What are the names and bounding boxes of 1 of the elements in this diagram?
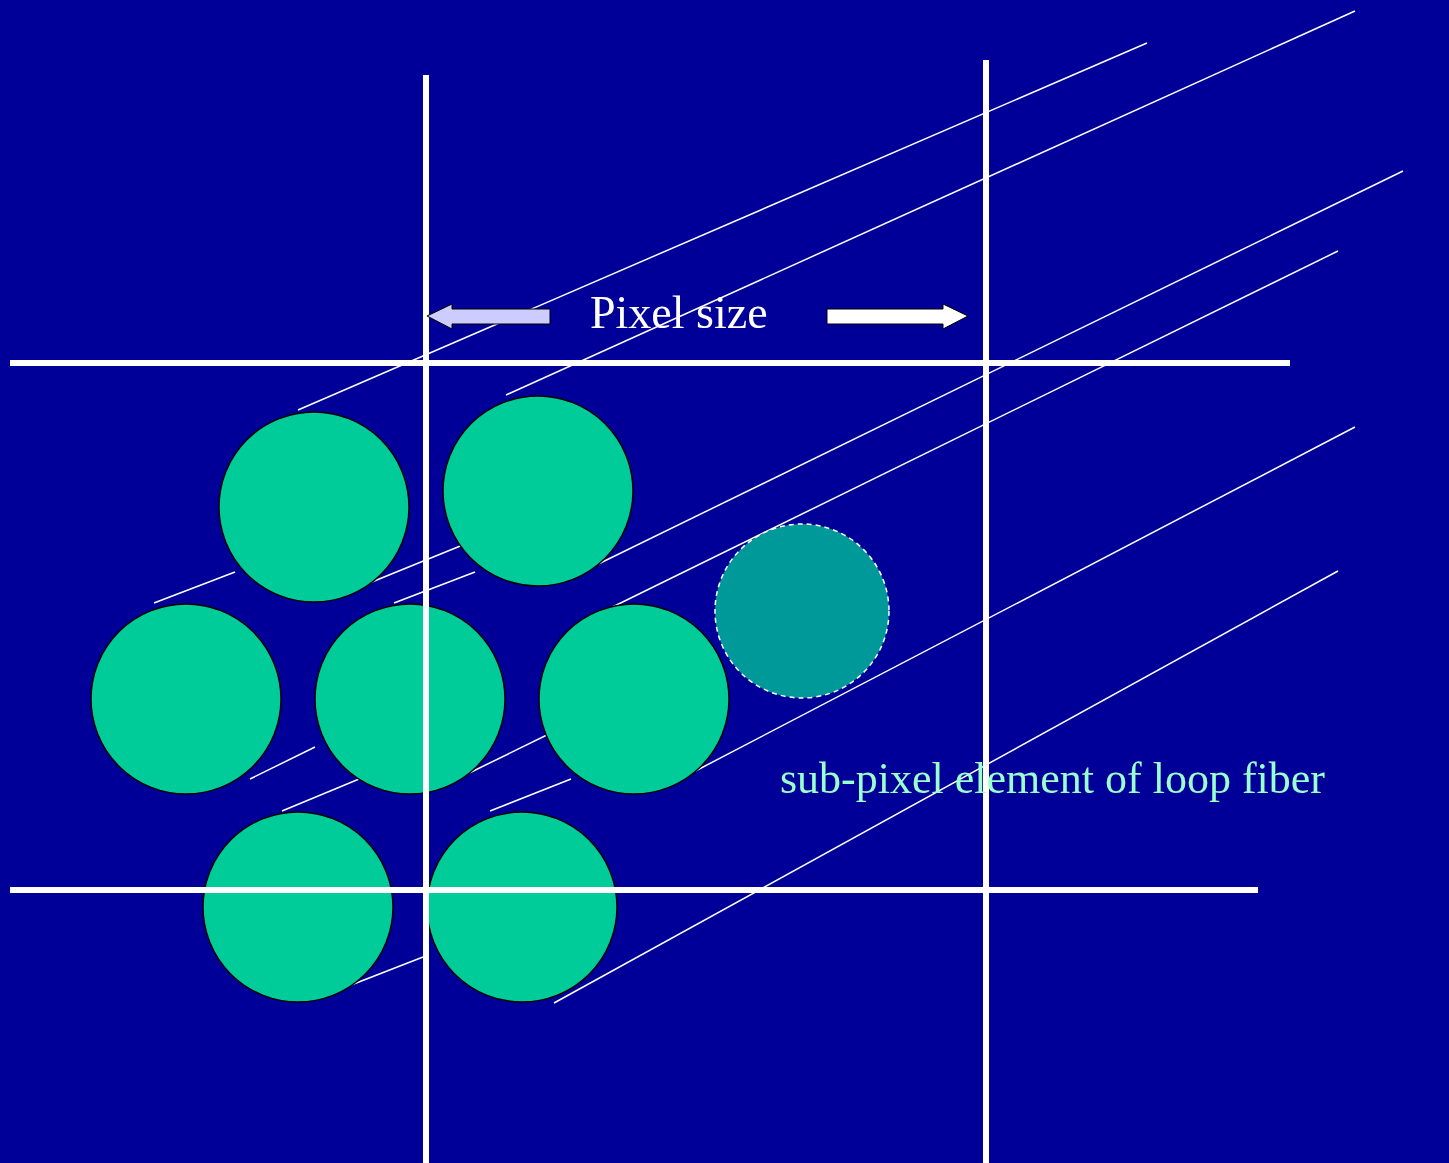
dimension-label: Pixel size (590, 290, 768, 336)
